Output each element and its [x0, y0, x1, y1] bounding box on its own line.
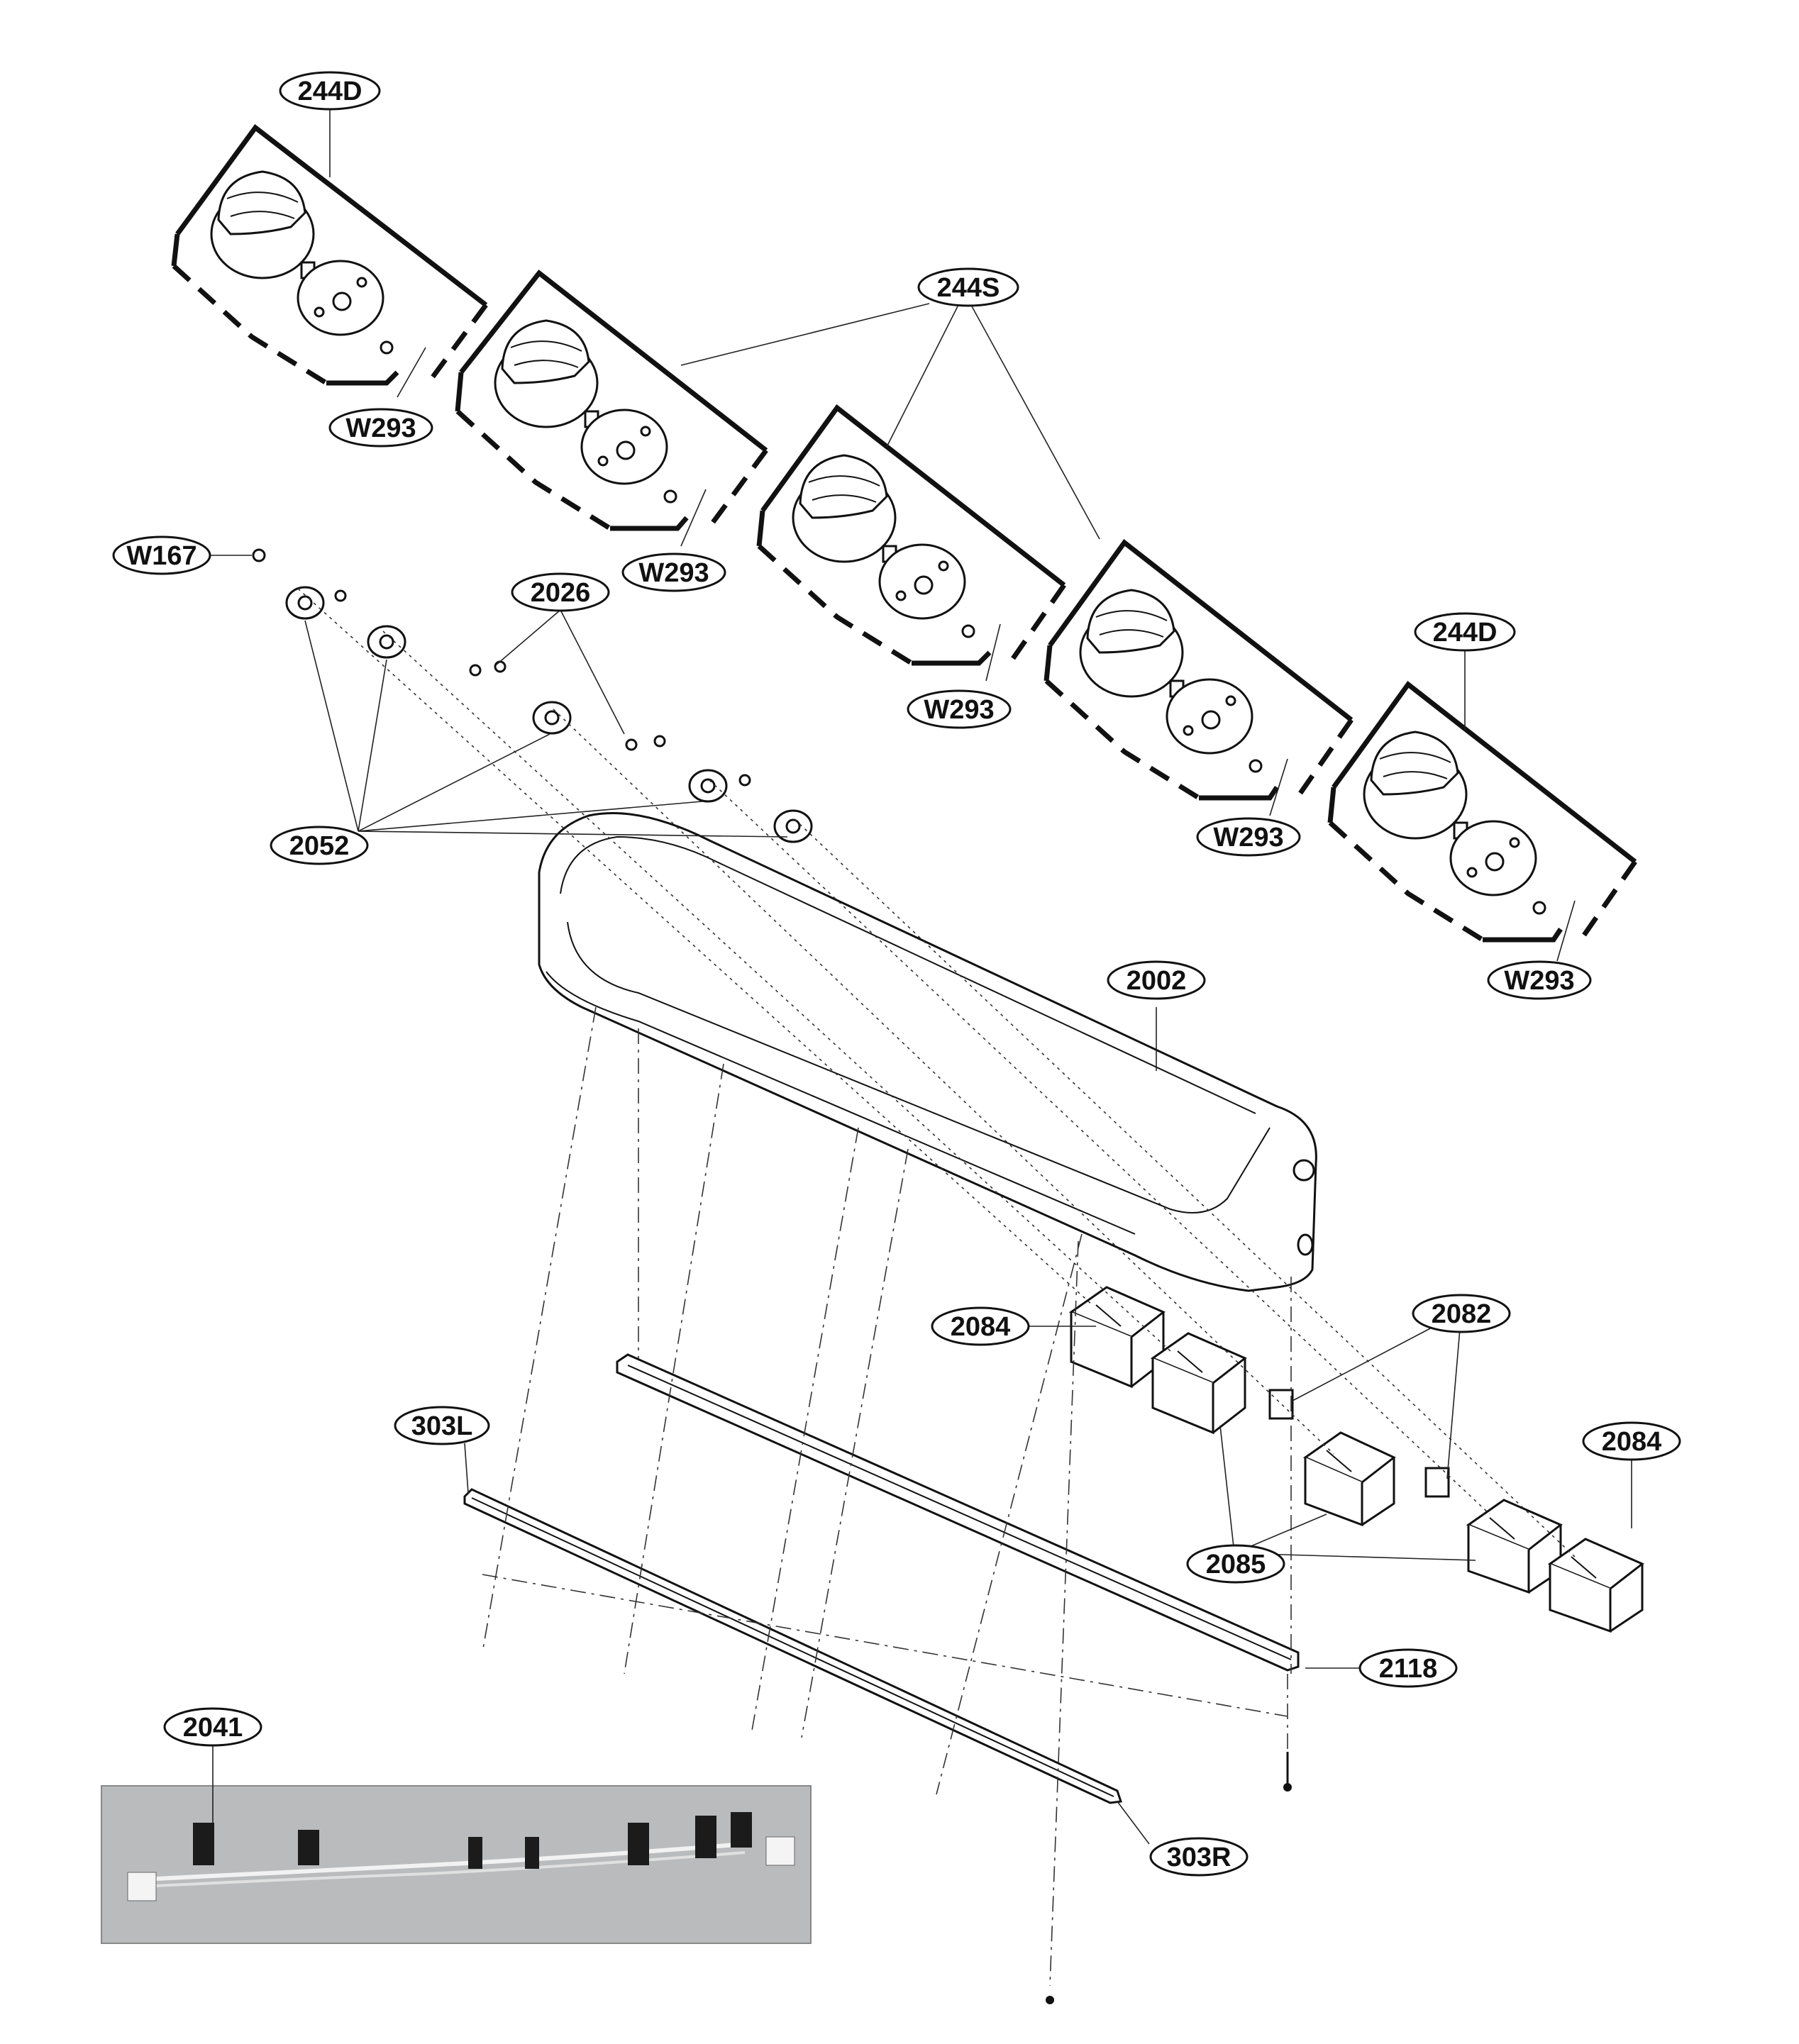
- svg-text:244D: 244D: [1433, 618, 1498, 648]
- svg-text:2002: 2002: [1127, 966, 1187, 996]
- callout-2002: 2002: [1107, 960, 1206, 1000]
- fasteners: [252, 548, 813, 843]
- callout-2041: 2041: [163, 1707, 262, 1747]
- callout-2084-left: 2084: [931, 1306, 1030, 1346]
- callout-W293-4: W293: [1196, 817, 1301, 857]
- bracket-2118: [616, 1353, 1300, 1672]
- svg-text:2026: 2026: [531, 578, 591, 608]
- svg-text:2118: 2118: [1379, 1654, 1437, 1684]
- knob-assembly-3: [756, 404, 1066, 668]
- callout-W293-2: W293: [621, 552, 726, 592]
- trim-strip: [463, 1488, 1122, 1804]
- svg-text:W293: W293: [1504, 966, 1574, 996]
- callout-303R: 303R: [1149, 1837, 1249, 1877]
- callout-2084-right: 2084: [1582, 1421, 1681, 1461]
- callout-2085: 2085: [1186, 1544, 1285, 1584]
- svg-text:2052: 2052: [289, 831, 350, 861]
- svg-text:W167: W167: [126, 541, 196, 571]
- callout-W293-1: W293: [328, 408, 433, 448]
- knob-assembly-1: [171, 124, 488, 389]
- knob-assembly-2: [455, 270, 768, 534]
- svg-text:303R: 303R: [1167, 1843, 1231, 1872]
- wire-harness-photo: [101, 1785, 812, 1944]
- callout-244D-top: 244D: [279, 71, 381, 111]
- svg-text:2084: 2084: [1602, 1427, 1662, 1457]
- control-panel-housing: [538, 812, 1317, 1292]
- callout-W167: W167: [112, 535, 211, 575]
- guide-lines: [297, 588, 1576, 2004]
- svg-text:2082: 2082: [1432, 1299, 1492, 1329]
- knob-assembly-4: [1044, 539, 1354, 803]
- svg-text:W293: W293: [638, 558, 709, 588]
- svg-text:W293: W293: [1213, 823, 1283, 852]
- callout-244S: 244S: [917, 267, 1019, 307]
- callout-2082: 2082: [1412, 1294, 1511, 1333]
- switches: [1068, 1286, 1644, 1633]
- callout-W293-3: W293: [907, 689, 1012, 729]
- callout-2052: 2052: [270, 826, 369, 865]
- svg-text:244S: 244S: [937, 273, 1000, 303]
- svg-text:303L: 303L: [411, 1411, 473, 1441]
- svg-text:W293: W293: [345, 413, 416, 443]
- callout-2026: 2026: [511, 572, 610, 612]
- callout-W293-5: W293: [1487, 960, 1592, 1000]
- svg-text:244D: 244D: [298, 77, 362, 106]
- svg-text:2085: 2085: [1206, 1550, 1266, 1579]
- svg-text:2041: 2041: [183, 1713, 243, 1743]
- svg-text:2084: 2084: [951, 1312, 1011, 1342]
- callout-303L: 303L: [394, 1406, 490, 1445]
- knob-assembly-5: [1327, 681, 1637, 945]
- callout-2118: 2118: [1358, 1648, 1458, 1688]
- svg-text:W293: W293: [924, 695, 994, 725]
- callout-244D-right: 244D: [1414, 612, 1516, 652]
